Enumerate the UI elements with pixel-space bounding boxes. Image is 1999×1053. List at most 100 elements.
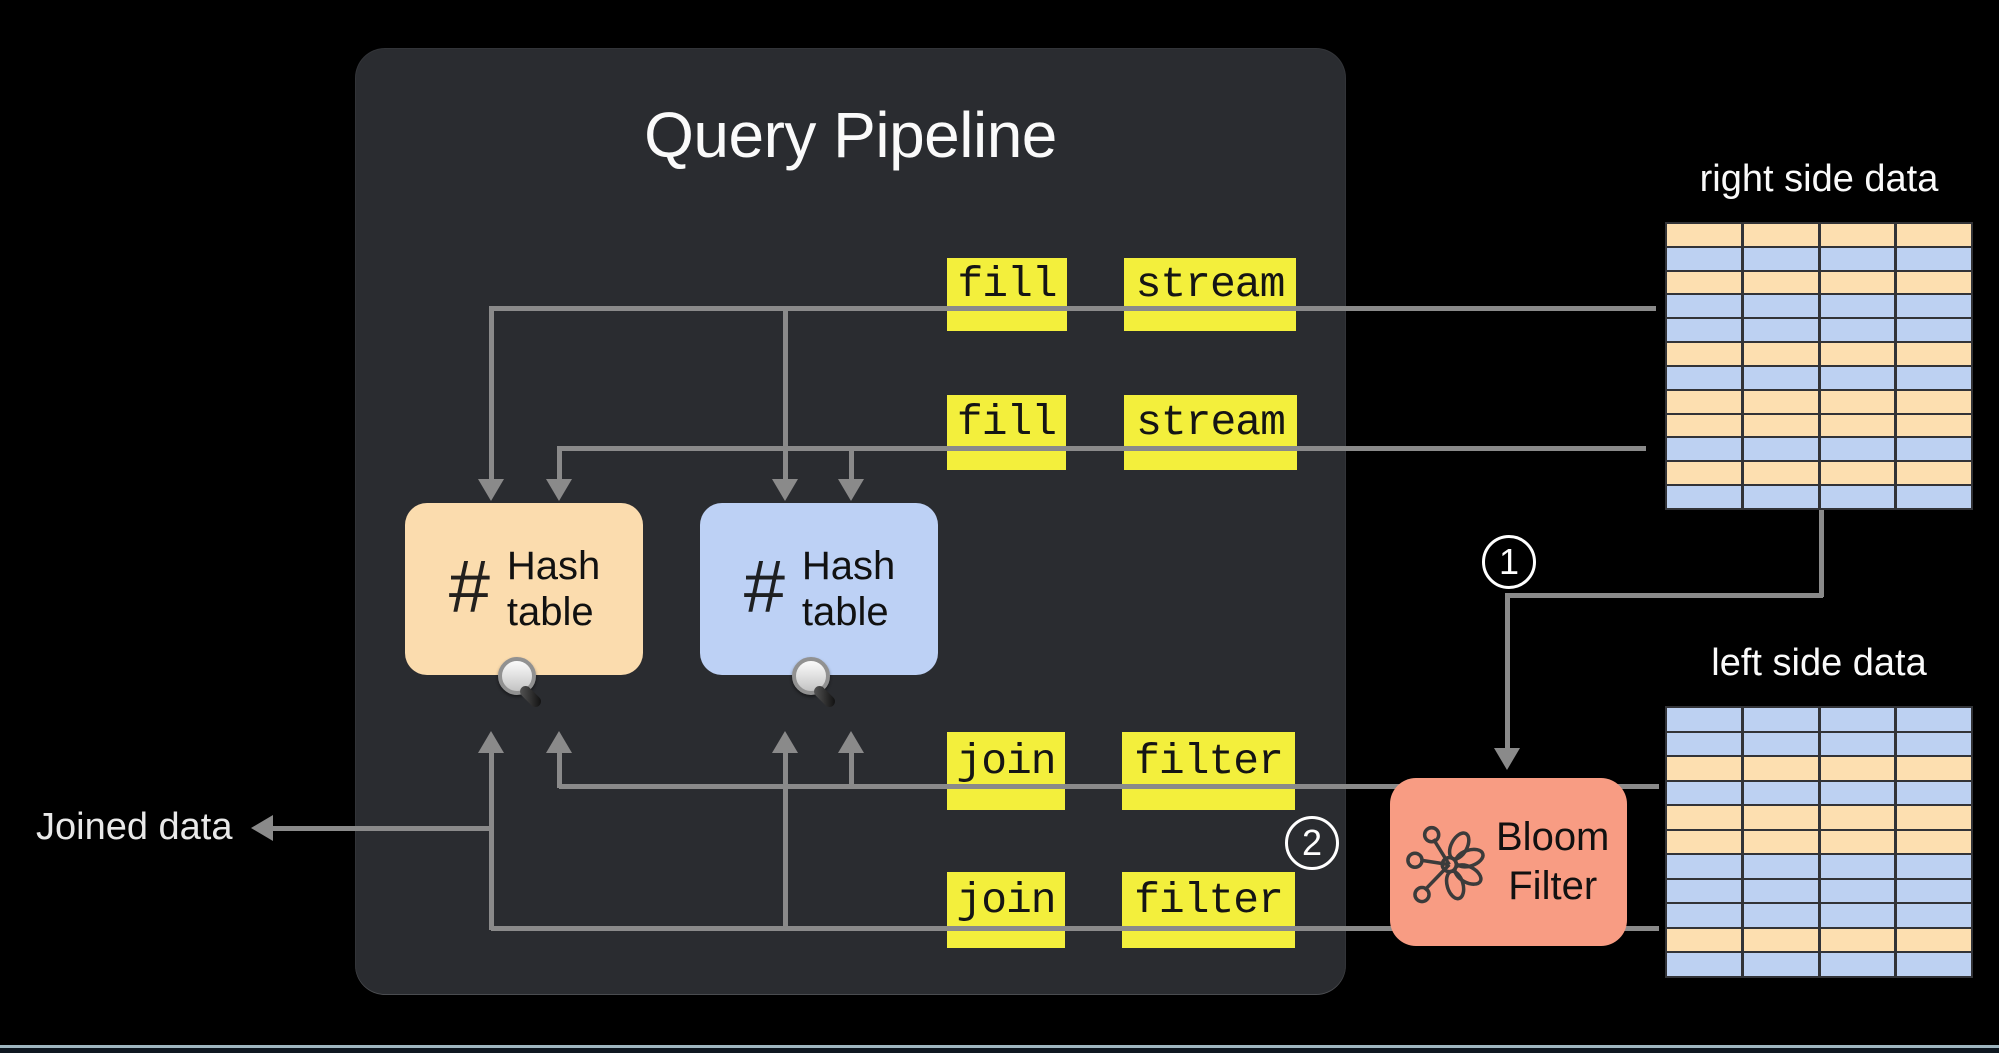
arrowhead-down-icon <box>1494 748 1520 770</box>
table-cell <box>1820 390 1895 413</box>
table-cell <box>1743 855 1818 878</box>
table-cell <box>1820 879 1895 903</box>
connector-line <box>1507 593 1823 598</box>
table-cell <box>1667 806 1741 829</box>
table-cell <box>1743 295 1818 318</box>
connector-line <box>489 753 494 930</box>
bloom-filter-label-line2: Filter <box>1508 864 1598 908</box>
table-cell <box>1820 953 1895 976</box>
table-cell <box>1820 708 1895 731</box>
table-cell <box>1897 343 1971 365</box>
bloom-flower-icon <box>1406 825 1485 904</box>
table-cell <box>1667 271 1741 294</box>
connector-line <box>783 306 788 480</box>
window-bottom-strip-dark <box>0 1048 1999 1053</box>
table-cell <box>1820 414 1895 437</box>
arrowhead-up-icon <box>838 731 864 753</box>
connector-line <box>849 753 854 788</box>
table-cell <box>1743 486 1818 508</box>
window-bottom-strip-light <box>0 1045 1999 1048</box>
hash-icon: # <box>742 544 784 628</box>
table-cell <box>1897 295 1971 318</box>
table-cell <box>1897 462 1971 485</box>
step-badge-1: 1 <box>1482 535 1536 589</box>
table-cell <box>1667 295 1741 318</box>
connector-line <box>1819 510 1824 597</box>
table-cell <box>1667 879 1741 903</box>
table-cell <box>1897 247 1971 270</box>
table-cell <box>1897 806 1971 829</box>
table-cell <box>1667 366 1741 389</box>
arrowhead-down-icon <box>838 479 864 501</box>
table-cell <box>1820 438 1895 461</box>
table-cell <box>1743 319 1818 342</box>
table-cell <box>1820 224 1895 246</box>
hash-table-label: Hash table <box>802 543 895 635</box>
table-cell <box>1897 271 1971 294</box>
connector-line <box>491 926 1659 931</box>
table-cell <box>1667 486 1741 508</box>
table-cell <box>1743 879 1818 903</box>
table-cell <box>1820 732 1895 756</box>
hash-table-label-line1: Hash <box>506 544 601 588</box>
table-cell <box>1820 271 1895 294</box>
table-cell <box>1743 247 1818 270</box>
table-cell <box>1667 781 1741 805</box>
bloom-filter-box: Bloom Filter <box>1390 778 1627 946</box>
connector-line <box>557 753 562 788</box>
table-cell <box>1743 390 1818 413</box>
arrowhead-down-icon <box>772 479 798 501</box>
table-cell <box>1897 904 1971 927</box>
table-cell <box>1820 295 1895 318</box>
step-badge-2: 2 <box>1285 816 1339 870</box>
operator-label-stream: stream <box>1124 395 1297 470</box>
connector-line <box>489 306 494 480</box>
connector-line <box>783 753 788 930</box>
table-cell <box>1667 708 1741 731</box>
operator-label-fill: fill <box>947 258 1067 331</box>
hash-table-label-line1: Hash <box>801 544 896 588</box>
table-cell <box>1743 414 1818 437</box>
magnifier-icon <box>792 657 842 715</box>
hash-table-box-orange: # Hash table <box>405 503 643 675</box>
table-cell <box>1743 830 1818 854</box>
operator-label-fill: fill <box>947 395 1066 470</box>
table-cell <box>1897 928 1971 952</box>
table-cell <box>1897 953 1971 976</box>
arrowhead-down-icon <box>546 479 572 501</box>
joined-data-label: Joined data <box>36 806 233 848</box>
table-cell <box>1667 928 1741 952</box>
table-cell <box>1897 781 1971 805</box>
operator-label-join: join <box>947 732 1065 810</box>
table-cell <box>1667 438 1741 461</box>
table-cell <box>1743 928 1818 952</box>
table-cell <box>1667 414 1741 437</box>
connector-line <box>559 446 1646 451</box>
hash-table-label-line2: table <box>506 590 594 634</box>
table-cell <box>1897 438 1971 461</box>
arrowhead-up-icon <box>546 731 572 753</box>
table-cell <box>1897 486 1971 508</box>
table-cell <box>1897 414 1971 437</box>
table-cell <box>1667 953 1741 976</box>
magnifier-icon <box>498 657 548 715</box>
table-cell <box>1897 757 1971 780</box>
table-cell <box>1820 904 1895 927</box>
table-cell <box>1897 879 1971 903</box>
table-cell <box>1820 928 1895 952</box>
arrowhead-up-icon <box>478 731 504 753</box>
table-cell <box>1743 806 1818 829</box>
table-cell <box>1820 830 1895 854</box>
table-cell <box>1667 247 1741 270</box>
table-cell <box>1897 390 1971 413</box>
arrowhead-down-icon <box>478 479 504 501</box>
table-cell <box>1743 732 1818 756</box>
table-cell <box>1667 343 1741 365</box>
hash-table-label-line2: table <box>801 590 889 634</box>
table-cell <box>1820 319 1895 342</box>
connector-line <box>491 306 1656 311</box>
operator-label-filter: filter <box>1122 732 1295 810</box>
connector-line <box>1505 593 1510 748</box>
table-cell <box>1667 855 1741 878</box>
operator-label-stream: stream <box>1124 258 1296 331</box>
